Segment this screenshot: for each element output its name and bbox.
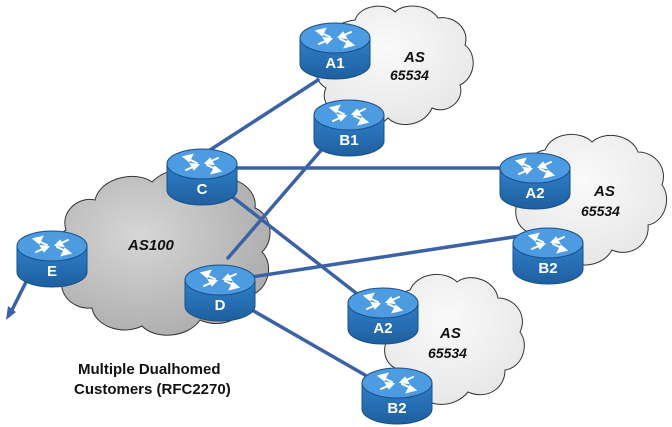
links — [8, 78, 522, 377]
link-c-a2-bottom — [228, 193, 367, 302]
as-right-number: 65534 — [581, 203, 620, 219]
router-c: C — [166, 148, 238, 206]
router-label: A1 — [325, 55, 344, 72]
router-label: B1 — [339, 132, 358, 149]
router-b1: B1 — [313, 99, 385, 157]
link-d-b2-bottom — [243, 304, 367, 377]
router-label: B2 — [387, 400, 406, 417]
link-d-b2-right — [243, 234, 522, 280]
router-e: E — [16, 230, 88, 288]
router-label: A2 — [525, 185, 544, 202]
link-c-a1 — [208, 78, 320, 152]
link-d-b1 — [226, 138, 332, 260]
router-label: A2 — [373, 320, 392, 337]
router-label: B2 — [538, 260, 557, 277]
as-top-label: AS — [403, 49, 425, 66]
link-e-out — [8, 280, 28, 316]
as-top-number: 65534 — [390, 67, 429, 83]
as-right-label: AS — [593, 183, 615, 200]
router-b2-bottom: B2 — [361, 367, 433, 425]
router-label: C — [197, 181, 208, 198]
caption-line-2: Customers (RFC2270) — [74, 381, 231, 398]
as-bottom-number: 65534 — [428, 345, 467, 361]
router-label: E — [47, 263, 57, 280]
as100-label: AS100 — [127, 237, 175, 254]
router-a2-right: A2 — [499, 152, 571, 210]
router-d: D — [184, 264, 256, 322]
router-a2-bottom: A2 — [347, 287, 419, 345]
router-label: D — [215, 297, 226, 314]
as-bottom-label: AS — [439, 325, 461, 342]
router-b2-right: B2 — [512, 227, 584, 285]
link-e-arrowhead — [6, 306, 16, 320]
caption-line-1: Multiple Dualhomed — [78, 361, 221, 378]
router-a1: A1 — [299, 22, 371, 80]
